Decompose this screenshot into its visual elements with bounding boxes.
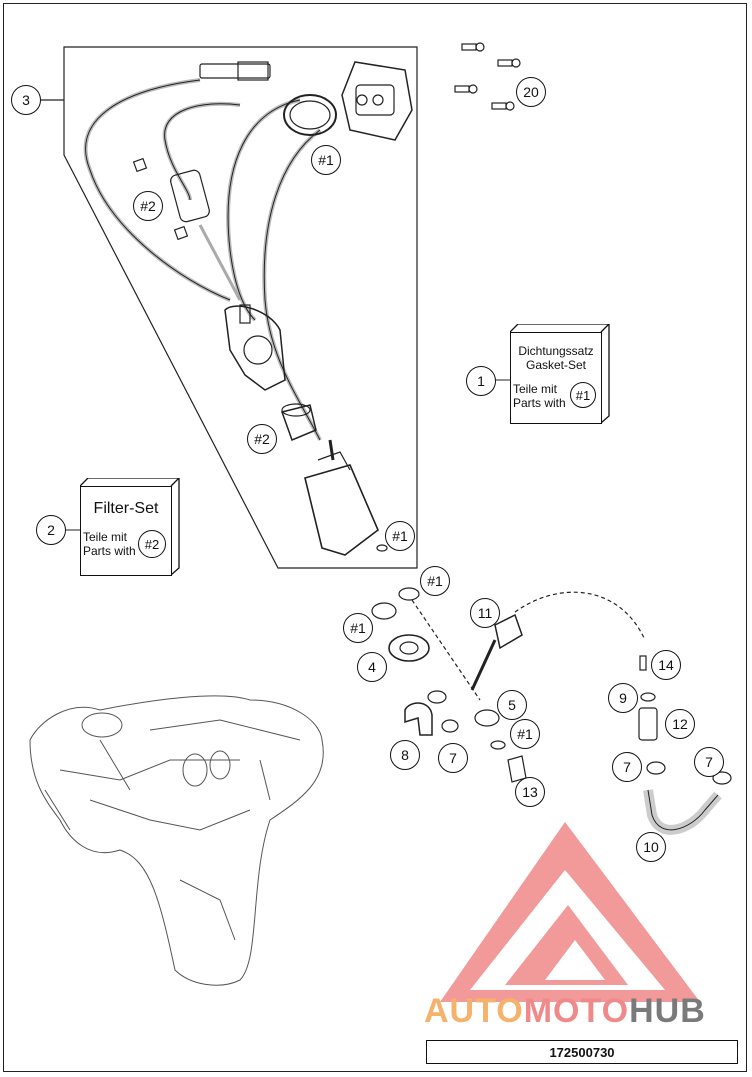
callout-hash1-pump: #1 [385, 521, 415, 551]
callout-8: 8 [390, 740, 420, 770]
watermark-moto: MOTO [523, 992, 630, 1030]
gasket-set-parts-en: Parts with [513, 396, 566, 410]
filter-set-parts-de: Teile mit [83, 530, 128, 544]
callout-1: 1 [466, 366, 496, 396]
callout-7-a: 7 [438, 743, 468, 773]
callout-7-c: 7 [694, 747, 724, 777]
drawing-frame [3, 3, 747, 1072]
callout-hash2-filter: #2 [133, 191, 163, 221]
gasket-set-title-de: Dichtungssatz [518, 344, 594, 358]
watermark-hub: HUB [629, 992, 706, 1030]
callout-20: 20 [516, 77, 546, 107]
assembly-bracket [63, 46, 418, 569]
gasket-set-title-en: Gasket-Set [525, 358, 587, 372]
callout-2: 2 [36, 515, 66, 545]
filter-set-box: Filter-Set Teile mit Parts with #2 [80, 478, 180, 576]
callout-9: 9 [608, 683, 638, 713]
callout-5: 5 [497, 690, 527, 720]
callout-hash1-oring-a: #1 [420, 566, 450, 596]
callout-hash1-flange: #1 [510, 719, 540, 749]
watermark-auto: AUTO [424, 992, 524, 1030]
callout-11: 11 [470, 598, 500, 628]
gasket-set-parts-de: Teile mit [513, 382, 558, 396]
callout-3: 3 [11, 85, 41, 115]
callout-10: 10 [636, 832, 666, 862]
gasket-set-marker: #1 [570, 382, 596, 408]
watermark-logo: AUTOMOTOHUB [424, 993, 706, 1029]
part-number: 172500730 [426, 1040, 738, 1064]
filter-set-parts-en: Parts with [83, 544, 136, 558]
gasket-set-box: Dichtungssatz Gasket-Set Teile mit Parts… [510, 324, 610, 424]
callout-hash1-tank-ring: #1 [311, 145, 341, 175]
callout-4: 4 [357, 652, 387, 682]
callout-12: 12 [665, 709, 695, 739]
watermark-triangle [440, 822, 700, 1002]
callout-14: 14 [651, 650, 681, 680]
callout-13: 13 [515, 777, 545, 807]
filter-set-marker: #2 [138, 530, 166, 558]
callout-7-b: 7 [612, 752, 642, 782]
callout-hash2-sleeve: #2 [247, 424, 277, 454]
filter-set-title: Filter-Set [93, 500, 159, 517]
callout-hash1-oring-b: #1 [343, 613, 373, 643]
